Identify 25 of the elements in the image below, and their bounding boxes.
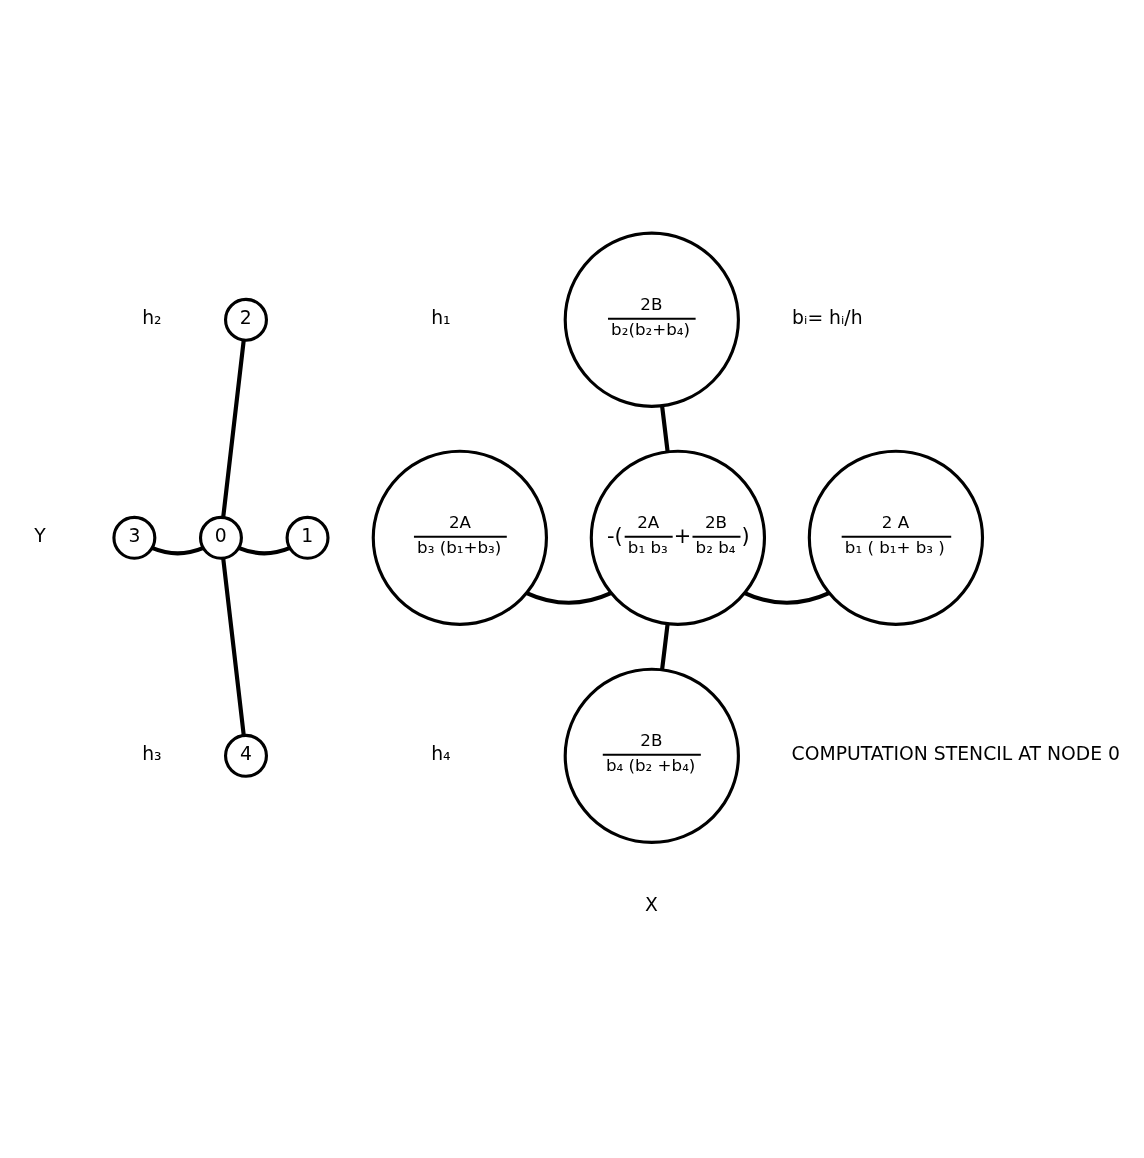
connector bbox=[743, 591, 830, 605]
connector bbox=[238, 546, 291, 556]
label: Y bbox=[34, 525, 46, 547]
node-circle: 2A b₃ (b₁+b₃) bbox=[371, 449, 548, 626]
label: h₂ bbox=[142, 307, 162, 329]
node-circle: 0 bbox=[198, 515, 243, 560]
label: h₄ bbox=[431, 743, 451, 765]
node-circle: 3 bbox=[112, 515, 157, 560]
connector bbox=[660, 405, 670, 453]
label: COMPUTATION STENCIL AT NODE 0 bbox=[791, 743, 1121, 765]
label: bᵢ= hᵢ/h bbox=[792, 307, 863, 329]
label: h₃ bbox=[142, 743, 162, 765]
node-circle: 2B b₄ (b₂ +b₄) bbox=[563, 667, 740, 844]
label: h₁ bbox=[431, 307, 451, 329]
connector bbox=[660, 623, 670, 671]
node-circle: 2 A b₁ ( b₁+ b₃ ) bbox=[807, 449, 985, 626]
node-circle: 1 bbox=[285, 515, 330, 560]
connector bbox=[525, 591, 612, 605]
connector bbox=[221, 340, 246, 518]
connector bbox=[151, 546, 204, 556]
node-circle: 2B b₂(b₂+b₄) bbox=[563, 231, 740, 408]
connector bbox=[221, 558, 246, 736]
node-circle: 4 bbox=[224, 733, 268, 778]
label: X bbox=[645, 893, 658, 915]
node-circle: 2 bbox=[224, 297, 268, 342]
